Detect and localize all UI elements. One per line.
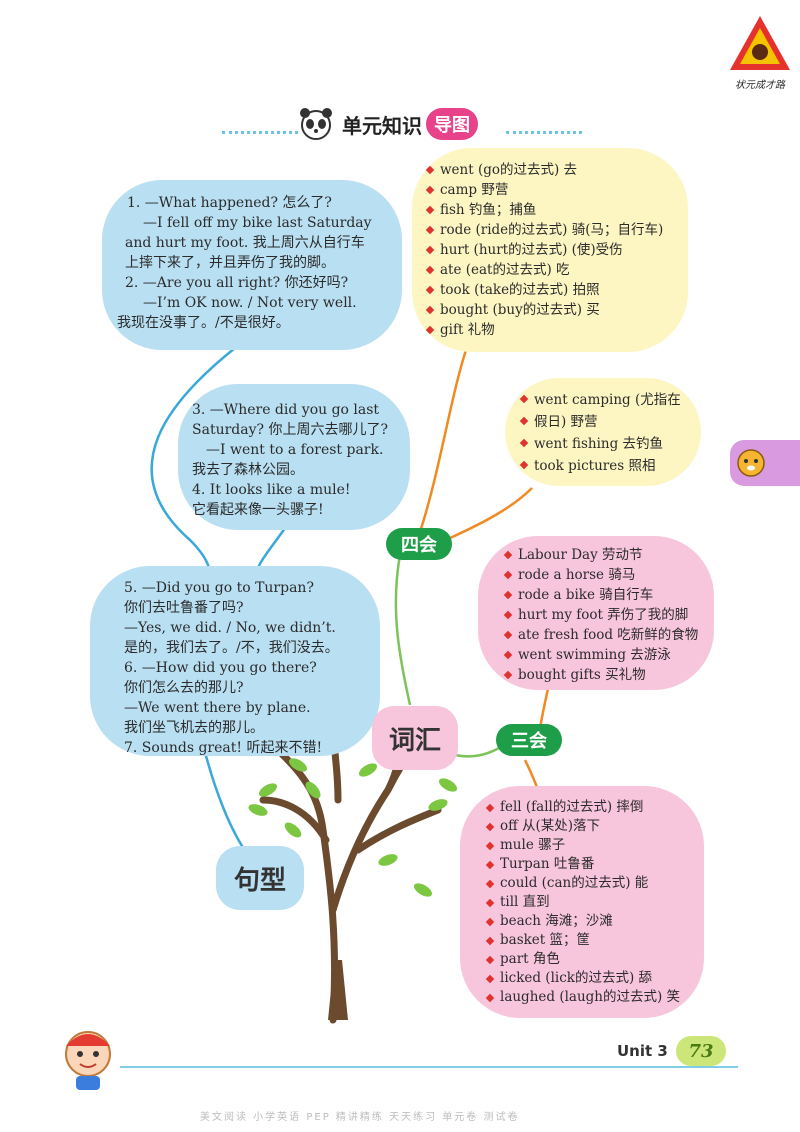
word-item: gift 礼物 <box>424 320 663 340</box>
sentence-line: 你们去吐鲁番了吗? <box>124 600 244 616</box>
word-item: rode (ride的过去式) 骑(马；自行车) <box>424 220 663 240</box>
three-skills-phrases-list: Labour Day 劳动节 rode a horse 骑马 rode a bi… <box>502 545 698 685</box>
word-item: Turpan 吐鲁番 <box>484 855 680 874</box>
four-skills-phrases-list: went camping (尤指在 假日) 野营 went fishing 去钓… <box>518 389 681 477</box>
word-item: could (can的过去式) 能 <box>484 874 680 893</box>
sentence-line: 我们坐飞机去的那儿。 <box>124 720 264 736</box>
sentence-line: 1. —What happened? 怎么了? <box>127 195 332 211</box>
sentence-line: 3. —Where did you go last <box>192 402 380 418</box>
word-item: laughed (laugh的过去式) 笑 <box>484 988 680 1007</box>
phrase-item: ate fresh food 吃新鲜的食物 <box>502 625 698 645</box>
four-skills-label: 四会 <box>386 528 452 560</box>
word-item: camp 野营 <box>424 180 663 200</box>
sentence-line: 5. —Did you go to Turpan? <box>124 580 314 596</box>
word-item: took (take的过去式) 拍照 <box>424 280 663 300</box>
four-skills-words-list: went (go的过去式) 去 camp 野营 fish 钓鱼；捕鱼 rode … <box>424 160 663 340</box>
word-item: off 从(某处)落下 <box>484 817 680 836</box>
sentence-label: 句型 <box>216 846 304 910</box>
phrase-item: Labour Day 劳动节 <box>502 545 698 565</box>
phrase-item-continued: 假日) 野营 <box>518 411 681 433</box>
three-skills-label: 三会 <box>496 724 562 756</box>
word-item: fish 钓鱼；捕鱼 <box>424 200 663 220</box>
page-title: 单元知识 <box>342 113 422 138</box>
sentence-bubble-1-text: 1. —What happened? 怎么了? —I fell off my b… <box>117 193 372 333</box>
sentence-line: —I fell off my bike last Saturday <box>143 215 372 231</box>
phrase-item: went fishing 去钓鱼 <box>518 433 681 455</box>
word-item: mule 骡子 <box>484 836 680 855</box>
header-dots-right <box>506 131 582 134</box>
phrase-item: took pictures 照相 <box>518 455 681 477</box>
sentence-line: 我现在没事了。/不是很好。 <box>117 315 290 331</box>
sentence-line: and hurt my foot. 我上周六从自行车 <box>125 235 365 251</box>
sentence-line: 我去了森林公园。 <box>192 462 304 478</box>
page-title-highlight: 导图 <box>426 108 478 140</box>
sentence-line: 上摔下来了，并且弄伤了我的脚。 <box>125 255 335 271</box>
word-item: beach 海滩；沙滩 <box>484 912 680 931</box>
word-item: went (go的过去式) 去 <box>424 160 663 180</box>
sentence-line: —Yes, we did. / No, we didn’t. <box>124 620 336 636</box>
publisher-logo-icon <box>730 16 790 70</box>
sentence-line: 4. It looks like a mule! <box>192 482 351 498</box>
sentence-bubble-3-text: 5. —Did you go to Turpan? 你们去吐鲁番了吗? —Yes… <box>124 578 339 758</box>
word-item: till 直到 <box>484 893 680 912</box>
footer-bottom-text: 美文阅读 小学英语 PEP 精讲精练 天天练习 单元卷 测试卷 <box>200 1112 520 1123</box>
word-item: bought (buy的过去式) 买 <box>424 300 663 320</box>
phrase-item: hurt my foot 弄伤了我的脚 <box>502 605 698 625</box>
three-skills-words-list: fell (fall的过去式) 摔倒 off 从(某处)落下 mule 骡子 T… <box>484 798 680 1007</box>
sentence-bubble-2 <box>178 384 410 530</box>
side-tab <box>730 440 800 486</box>
word-item: licked (lick的过去式) 舔 <box>484 969 680 988</box>
sentence-line: 7. Sounds great! 听起来不错! <box>124 740 323 756</box>
page-number: 73 <box>676 1036 726 1066</box>
word-item: hurt (hurt的过去式) (使)受伤 <box>424 240 663 260</box>
sentence-line: 是的，我们去了。/不，我们没去。 <box>124 640 339 656</box>
sentence-line: —I went to a forest park. <box>206 442 384 458</box>
word-item: basket 篮；筐 <box>484 931 680 950</box>
sentence-bubble-2-text: 3. —Where did you go last Saturday? 你上周六… <box>192 400 388 520</box>
sentence-line: 它看起来像一头骡子! <box>192 502 324 518</box>
word-item: fell (fall的过去式) 摔倒 <box>484 798 680 817</box>
cartoon-kid-illustration <box>65 1031 111 1090</box>
phrase-item: rode a bike 骑自行车 <box>502 585 698 605</box>
tiger-face-icon <box>737 449 765 477</box>
header-dots-left <box>222 131 298 134</box>
phrase-item: went swimming 去游泳 <box>502 645 698 665</box>
panda-icon <box>300 108 332 140</box>
phrase-item: rode a horse 骑马 <box>502 565 698 585</box>
word-item: ate (eat的过去式) 吃 <box>424 260 663 280</box>
phrase-item: went camping (尤指在 <box>518 389 681 411</box>
sentence-line: —We went there by plane. <box>124 700 311 716</box>
sentence-line: —I’m OK now. / Not very well. <box>143 295 357 311</box>
unit-label: Unit 3 <box>617 1042 668 1060</box>
sentence-bubble-1 <box>102 180 402 350</box>
publisher-logo: 状元成才路 <box>728 14 792 91</box>
header: 单元知识 导图 <box>298 104 478 144</box>
word-item: part 角色 <box>484 950 680 969</box>
sentence-line: 2. —Are you all right? 你还好吗? <box>125 275 349 291</box>
sentence-line: Saturday? 你上周六去哪儿了? <box>192 422 388 438</box>
publisher-logo-text: 状元成才路 <box>735 80 785 91</box>
footer-line <box>120 1066 738 1068</box>
sentence-bubble-3 <box>90 566 380 756</box>
phrase-item: bought gifts 买礼物 <box>502 665 698 685</box>
sentence-line: 6. —How did you go there? <box>124 660 317 676</box>
vocab-label: 词汇 <box>372 706 458 770</box>
sentence-line: 你们怎么去的那儿? <box>124 680 244 696</box>
